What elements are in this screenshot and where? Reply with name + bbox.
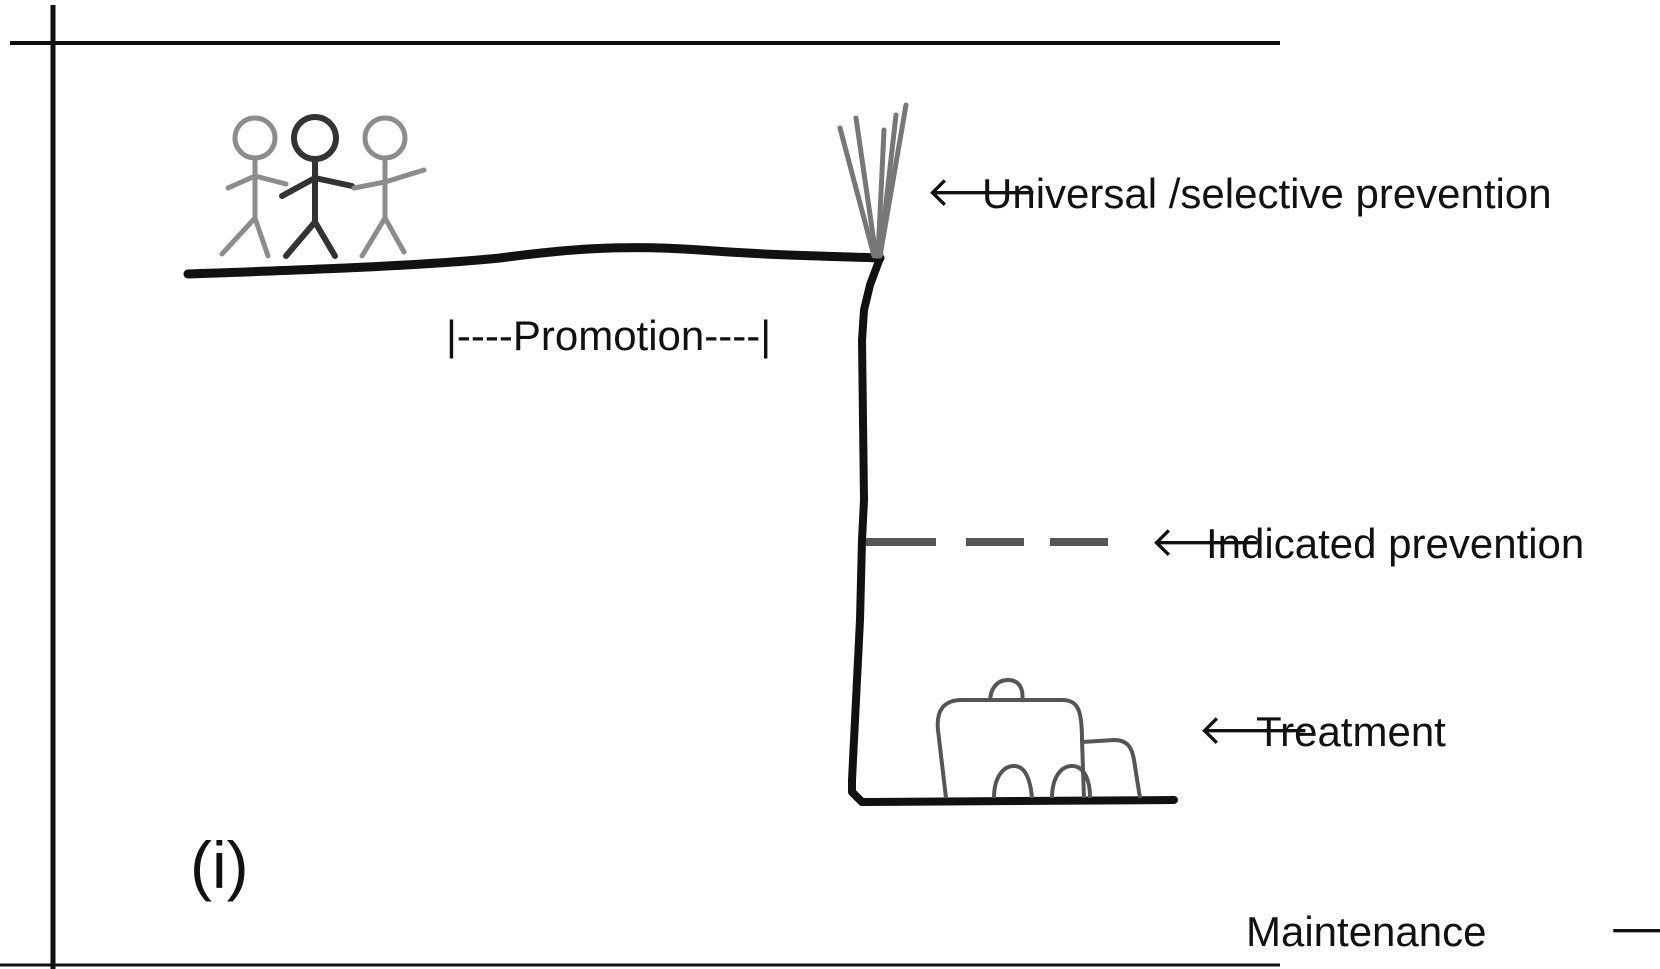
- indicated-arrow-icon: 🡐: [1150, 518, 1263, 565]
- cliff-face: [848, 254, 1178, 806]
- person-figure-left: [219, 115, 289, 259]
- person-figure-center: [279, 114, 355, 259]
- cliff-top-ground: [183, 243, 885, 279]
- universal-selective-label: Universal /selective prevention: [982, 170, 1552, 217]
- universal-arrow-icon: 🡐: [926, 168, 1039, 215]
- fence-posts-icon: [837, 102, 909, 259]
- treatment-arrow-icon: 🡐: [1198, 706, 1311, 753]
- ambulance-icon: [935, 678, 1142, 799]
- maintenance-arrow-icon: 🡒: [1608, 906, 1660, 953]
- treatment-label: Treatment: [1256, 708, 1446, 755]
- person-figure-right: [351, 115, 427, 259]
- panel-label: (i): [190, 828, 249, 902]
- promotion-label: |----Promotion----|: [446, 312, 771, 359]
- maintenance-label: Maintenance: [1246, 908, 1487, 955]
- people-group-icon: [219, 114, 427, 259]
- indicated-prevention-label: Indicated prevention: [1206, 520, 1584, 567]
